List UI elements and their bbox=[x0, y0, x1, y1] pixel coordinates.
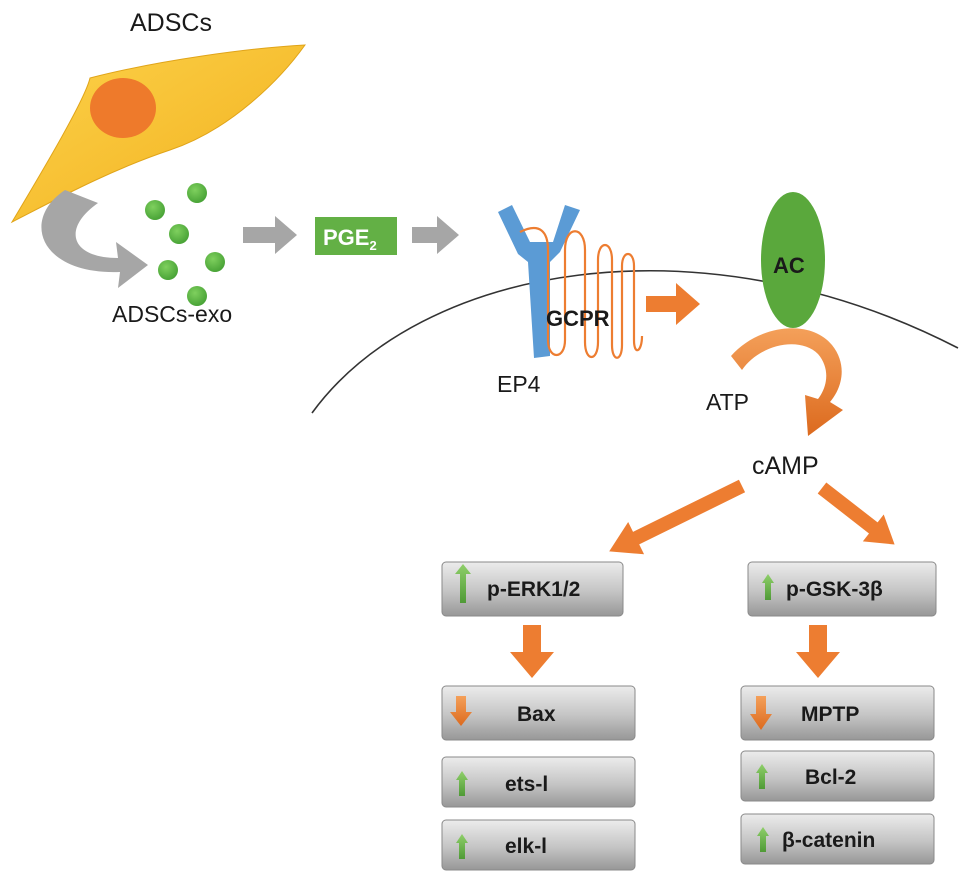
box-label: ets-l bbox=[505, 773, 548, 796]
exosome-dot bbox=[187, 286, 207, 306]
nucleus bbox=[90, 78, 156, 138]
atp-label: ATP bbox=[706, 389, 749, 415]
box-bax: Bax bbox=[441, 685, 636, 741]
exosome-dot bbox=[205, 252, 225, 272]
up-arrow-icon bbox=[756, 764, 768, 789]
up-arrow-icon bbox=[456, 834, 468, 859]
adenylyl-cyclase bbox=[761, 192, 825, 328]
box-ets: ets-l bbox=[441, 756, 636, 808]
arrow-gpcr-to-ac bbox=[646, 283, 700, 325]
svg-text:PGE2: PGE2 bbox=[323, 225, 377, 253]
atp-to-camp-arrow bbox=[731, 328, 843, 436]
exosome-dot bbox=[158, 260, 178, 280]
box-label: MPTP bbox=[801, 703, 859, 726]
up-arrow-icon bbox=[455, 564, 471, 603]
box-label: p-ERK1/2 bbox=[487, 578, 580, 601]
box-label: Bcl-2 bbox=[805, 766, 856, 789]
down-arrow-icon bbox=[450, 696, 472, 726]
up-arrow-icon bbox=[757, 827, 769, 852]
gcpr-label: GCPR bbox=[546, 306, 610, 331]
cell-membrane bbox=[311, 270, 959, 414]
adscs-label: ADSCs bbox=[130, 9, 212, 37]
exosome-dot bbox=[145, 200, 165, 220]
arrow-erk-to-effects bbox=[510, 625, 554, 678]
ep4-receptor bbox=[498, 205, 580, 358]
box-beta-catenin: β-catenin bbox=[740, 813, 935, 865]
up-arrow-icon bbox=[456, 771, 468, 796]
box-elk: elk-l bbox=[441, 819, 636, 871]
box-p-erk: p-ERK1/2 bbox=[441, 561, 624, 617]
box-label: p-GSK-3β bbox=[786, 578, 883, 601]
pge2-label: PGE bbox=[323, 225, 369, 250]
adscs-exo-label: ADSCs-exo bbox=[112, 301, 232, 327]
box-p-gsk: p-GSK-3β bbox=[747, 561, 937, 617]
box-label: β-catenin bbox=[782, 829, 875, 852]
up-arrow-icon bbox=[762, 574, 774, 600]
gpcr-loops bbox=[519, 226, 644, 359]
arrow-camp-to-erk bbox=[609, 479, 746, 555]
pge2-subscript: 2 bbox=[369, 238, 376, 253]
gray-arrow-to-pge2 bbox=[243, 216, 297, 254]
exosome-dot bbox=[169, 224, 189, 244]
down-arrow-icon bbox=[750, 696, 772, 730]
ep4-label: EP4 bbox=[497, 371, 541, 397]
box-label: elk-l bbox=[505, 835, 547, 858]
exosome-vesicles bbox=[145, 183, 225, 306]
exosome-dot bbox=[187, 183, 207, 203]
adsc-cell bbox=[10, 44, 307, 224]
arrow-gsk-to-effects bbox=[796, 625, 840, 678]
box-label: Bax bbox=[517, 703, 556, 726]
box-mptp: MPTP bbox=[740, 685, 935, 741]
gray-arrow-to-receptor bbox=[412, 216, 459, 254]
secretion-arrow bbox=[41, 190, 148, 288]
pge2-box: PGE2 bbox=[315, 217, 397, 255]
ac-label: AC bbox=[773, 253, 805, 278]
camp-label: cAMP bbox=[752, 452, 819, 480]
arrow-camp-to-gsk bbox=[817, 482, 895, 545]
box-bcl2: Bcl-2 bbox=[740, 750, 935, 802]
